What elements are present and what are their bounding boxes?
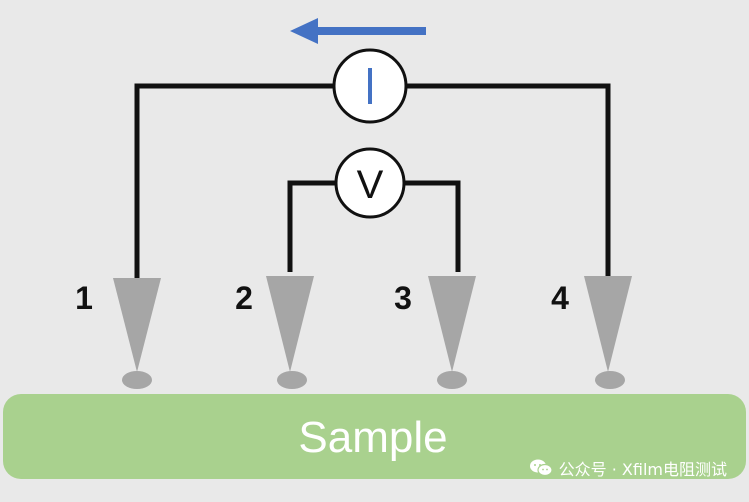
voltage-wire-left (287, 180, 336, 272)
ammeter: I (332, 48, 408, 124)
probe-tip (113, 278, 161, 372)
probe-label-4: 4 (551, 280, 569, 316)
probe-contact (122, 371, 152, 389)
probe-tip (584, 276, 632, 372)
probe-tip (428, 276, 476, 372)
sample-label: Sample (298, 413, 447, 462)
probe-label-1: 1 (75, 280, 93, 316)
sample-block (3, 394, 746, 479)
probe-contact (277, 371, 307, 389)
probe-label-3: 3 (394, 280, 412, 316)
watermark: 公众号 · Xfilm电阻测试 (529, 456, 727, 480)
arrow-head (290, 18, 318, 44)
sample: Sample (3, 394, 746, 479)
current-wire-right (406, 83, 611, 280)
probe-3: 3 (394, 276, 476, 389)
current-direction-arrow (290, 18, 426, 44)
wechat-icon (529, 459, 553, 477)
probe-4: 4 (551, 276, 632, 389)
probe-1: 1 (75, 278, 161, 389)
voltmeter: V (334, 147, 406, 219)
probe-contact (595, 371, 625, 389)
probe-contact (437, 371, 467, 389)
probe-tip (266, 276, 314, 372)
voltmeter-circle (334, 147, 406, 219)
voltmeter-label: V (357, 163, 384, 207)
voltage-wire-right (404, 180, 461, 272)
watermark-text: 公众号 · Xfilm电阻测试 (558, 460, 727, 479)
probe-label-2: 2 (235, 280, 253, 316)
probe-2: 2 (235, 276, 314, 389)
current-wire-left (134, 83, 334, 280)
